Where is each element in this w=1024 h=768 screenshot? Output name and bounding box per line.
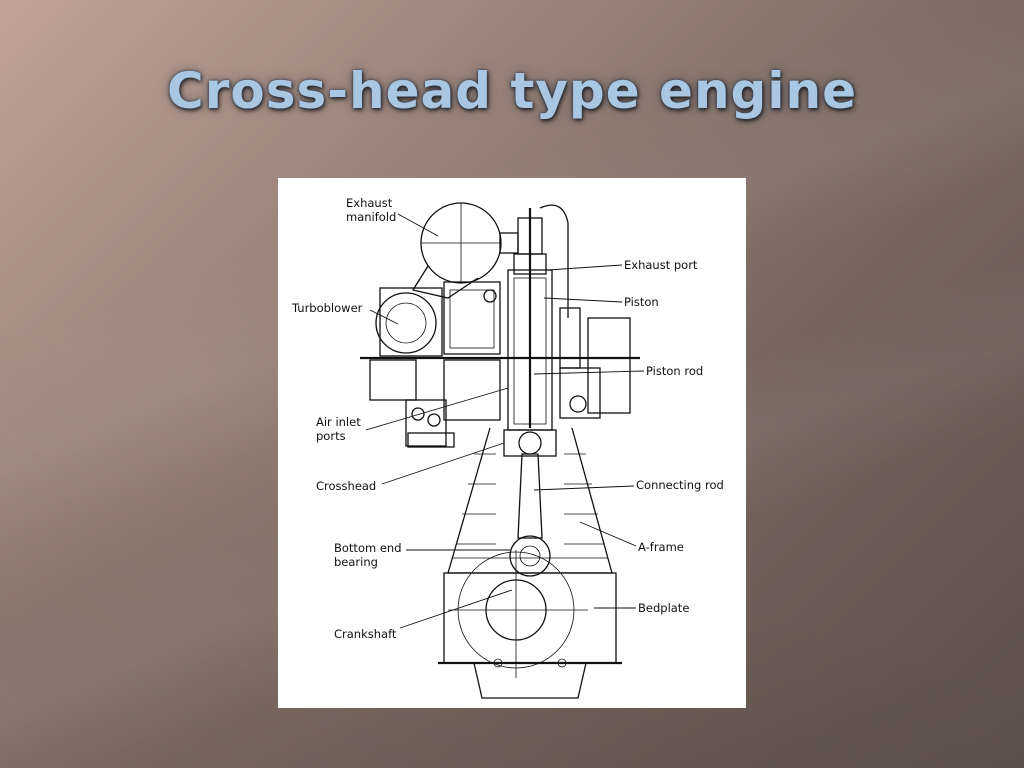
label-exhaust-manifold-line2: manifold — [346, 210, 396, 224]
label-turboblower: Turboblower — [291, 301, 363, 315]
label-piston-rod: Piston rod — [646, 364, 703, 378]
turboblower-shape — [375, 281, 501, 357]
connecting-rod-shape — [509, 453, 551, 577]
label-bottom-end-line2: bearing — [334, 555, 378, 569]
engine-drawing: Exhaust manifold Turboblower Air inlet p… — [291, 196, 724, 699]
air-inlet-box — [405, 399, 455, 448]
exhaust-manifold-shape — [411, 202, 519, 299]
label-crankshaft: Crankshaft — [334, 627, 397, 641]
label-bedplate: Bedplate — [638, 601, 689, 615]
label-air-inlet-line2: ports — [316, 429, 346, 443]
engine-diagram: Exhaust manifold Turboblower Air inlet p… — [278, 178, 746, 708]
label-crosshead: Crosshead — [316, 479, 376, 493]
label-bottom-end-line1: Bottom end — [334, 541, 402, 555]
label-connecting-rod: Connecting rod — [636, 478, 724, 492]
leader-lines — [365, 213, 645, 629]
label-a-frame: A-frame — [638, 540, 684, 554]
bedplate-shape — [438, 550, 622, 699]
label-exhaust-manifold-line1: Exhaust — [346, 196, 393, 210]
cylinder-shape — [507, 204, 631, 431]
crosshead-shape — [503, 429, 557, 457]
label-exhaust-port: Exhaust port — [624, 258, 698, 272]
a-frame-shape — [447, 427, 613, 574]
label-air-inlet-line1: Air inlet — [316, 415, 361, 429]
label-piston: Piston — [624, 295, 659, 309]
slide-title: Cross-head type engine — [167, 62, 857, 120]
